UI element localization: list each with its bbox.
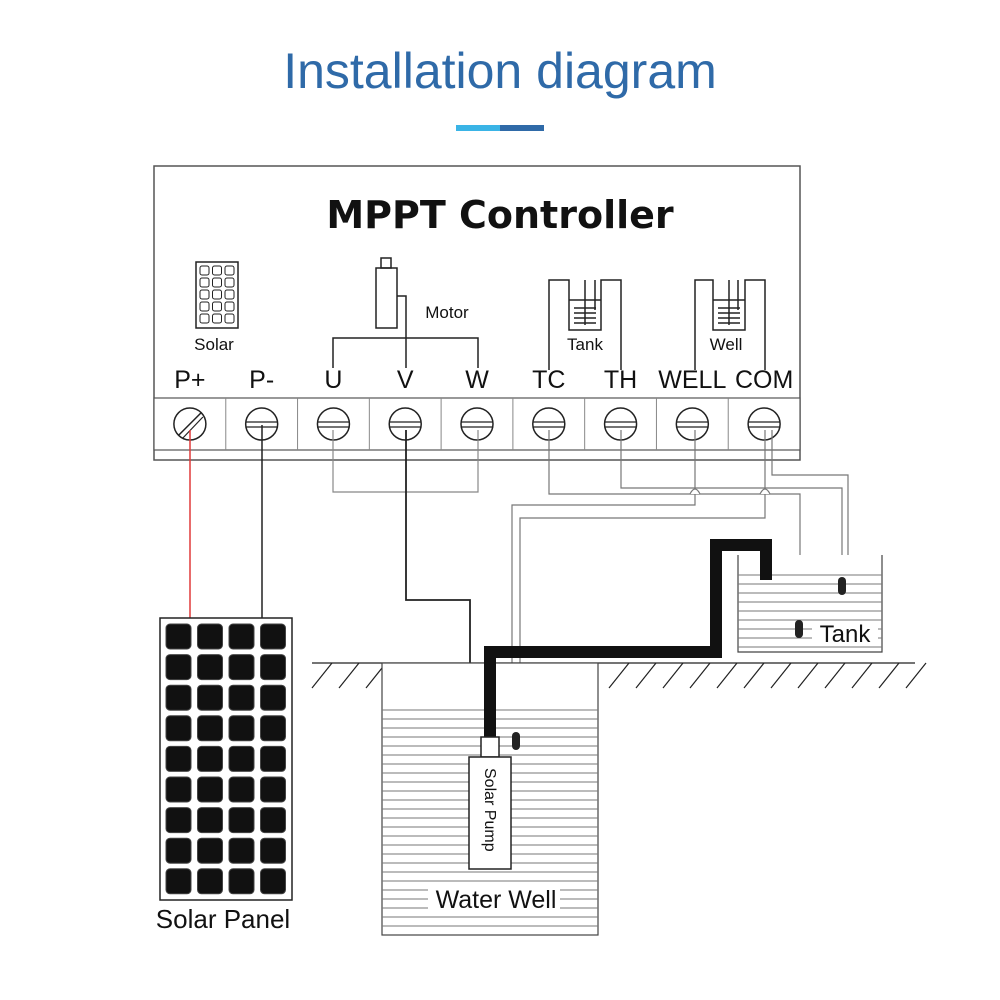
terminal-label: TH [604, 366, 637, 394]
terminal-label: W [465, 366, 489, 394]
terminal-pplus [173, 407, 207, 441]
solar-panel [159, 617, 293, 901]
well-label: Well [710, 335, 743, 354]
terminal-label: P- [249, 366, 274, 394]
com-wire [519, 430, 766, 740]
title-underline-dark [500, 125, 544, 131]
terminal-labels: P+ P- U V W TC TH WELL COM [174, 366, 793, 394]
tank-label: Tank [567, 335, 603, 354]
terminal-label: TC [532, 366, 565, 394]
tank-icon [548, 279, 622, 370]
solar-pump: Solar Pump [468, 736, 512, 870]
terminal-label: P+ [174, 366, 205, 394]
terminal-label: U [324, 366, 342, 394]
water-pipe [484, 539, 772, 740]
solar-label: Solar [194, 335, 234, 354]
terminal-label: COM [735, 366, 793, 394]
terminal-well [675, 407, 710, 441]
title-underline-light [456, 125, 500, 131]
solar-icon [195, 261, 239, 329]
terminal-label: WELL [658, 366, 726, 394]
terminal-com [747, 407, 781, 441]
terminal-pminus [244, 407, 279, 441]
solar-panel-label: Solar Panel [156, 904, 290, 934]
terminal-u [316, 407, 351, 441]
terminal-w [460, 407, 494, 441]
terminal-label: V [397, 366, 414, 394]
terminal-block [173, 398, 781, 450]
motor-label: Motor [425, 303, 469, 322]
th-wire [620, 430, 843, 585]
well-icon [694, 279, 766, 370]
mppt-controller: MPPT Controller Solar Motor Tank [153, 165, 801, 461]
solar-pump-label: Solar Pump [481, 768, 498, 852]
motor-icon [332, 257, 479, 368]
well-wire [511, 430, 696, 740]
tank-label-big: Tank [820, 621, 872, 648]
sensor-probes [512, 577, 846, 750]
page-title: Installation diagram [283, 43, 717, 99]
water-well-label: Water Well [436, 886, 557, 914]
com-tank-wire [771, 430, 849, 585]
controller-title: MPPT Controller [326, 193, 674, 237]
